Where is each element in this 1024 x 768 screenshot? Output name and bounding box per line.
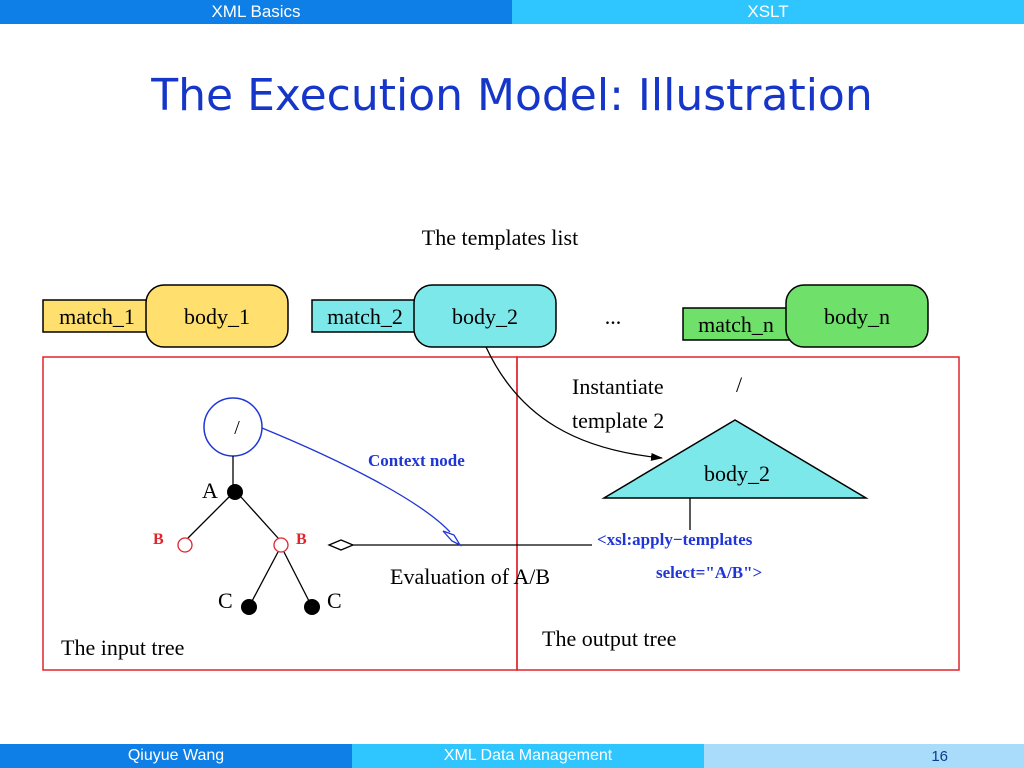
root-node xyxy=(203,397,263,457)
match-box-1 xyxy=(42,299,152,333)
section-tab-xslt[interactable]: XSLT xyxy=(512,0,1024,24)
input-tree-frame xyxy=(42,356,518,671)
node-a-label: A xyxy=(202,478,218,503)
edge-b-c-right xyxy=(283,551,311,604)
body-box-2 xyxy=(413,284,557,348)
footer-page: 16 xyxy=(704,744,1024,768)
input-tree-label: The input tree xyxy=(61,635,184,660)
context-node-diamond xyxy=(442,530,462,547)
header-bar: XML Basics XSLT xyxy=(0,0,1024,24)
template-1: match_1 body_1 xyxy=(42,284,289,348)
instantiate-arrow xyxy=(485,346,663,461)
body-label-1: body_1 xyxy=(184,304,250,329)
templates-list-label: The templates list xyxy=(422,225,578,250)
section-tab-xml-basics[interactable]: XML Basics xyxy=(0,0,512,24)
context-node-arrow xyxy=(261,427,451,533)
match-label-2: match_2 xyxy=(327,304,403,329)
node-b-right-label: B xyxy=(296,531,307,548)
node-b-right xyxy=(273,537,289,553)
body-label-n: body_n xyxy=(824,304,890,329)
edge-a-b-right xyxy=(240,496,279,539)
body-box-n xyxy=(785,284,929,348)
input-tree: / A B B C C xyxy=(153,397,342,615)
footer-course: XML Data Management xyxy=(352,744,704,768)
footer-bar: Qiuyue Wang XML Data Management 16 xyxy=(0,744,1024,768)
section-tab-label: XSLT xyxy=(747,2,789,21)
slide-title: The Execution Model: Illustration xyxy=(151,70,873,121)
node-c-right xyxy=(304,599,320,615)
footer-author: Qiuyue Wang xyxy=(0,744,352,768)
edge-b-c-left xyxy=(250,551,279,604)
node-c-left-label: C xyxy=(218,588,233,613)
evaluation-diamond xyxy=(327,539,355,551)
page-number: 16 xyxy=(931,747,948,765)
templates-ellipsis: ... xyxy=(605,304,622,329)
node-a xyxy=(227,484,243,500)
output-root-label: / xyxy=(736,372,743,397)
template-2: match_2 body_2 xyxy=(311,284,557,348)
match-label-n: match_n xyxy=(698,312,774,337)
instantiate-label-line1: Instantiate xyxy=(572,374,664,399)
node-b-left-label: B xyxy=(153,531,164,548)
node-b-left xyxy=(177,537,193,553)
footer-course-label: XML Data Management xyxy=(443,747,613,764)
output-tree-label: The output tree xyxy=(542,626,676,651)
context-node-label: Context node xyxy=(368,451,465,470)
output-body-label: body_2 xyxy=(704,461,770,486)
evaluation-label: Evaluation of A/B xyxy=(390,564,550,589)
match-label-1: match_1 xyxy=(59,304,135,329)
root-node-label: / xyxy=(234,417,240,439)
edge-a-b-left xyxy=(187,496,230,539)
node-c-left xyxy=(241,599,257,615)
apply-templates-line1: <xsl:apply−templates xyxy=(597,530,753,549)
instantiate-label-line2: template 2 xyxy=(572,408,664,433)
body-box-1 xyxy=(145,284,289,348)
section-tab-label: XML Basics xyxy=(211,2,301,21)
apply-templates-line2: select="A/B"> xyxy=(656,563,762,582)
node-c-right-label: C xyxy=(327,588,342,613)
body-label-2: body_2 xyxy=(452,304,518,329)
output-tree-frame xyxy=(516,356,960,671)
output-body-triangle xyxy=(601,419,869,499)
execution-model-diagram: The templates list match_1 body_1 match_… xyxy=(42,225,960,671)
footer-author-label: Qiuyue Wang xyxy=(127,747,225,764)
template-n: match_n body_n xyxy=(682,284,929,348)
